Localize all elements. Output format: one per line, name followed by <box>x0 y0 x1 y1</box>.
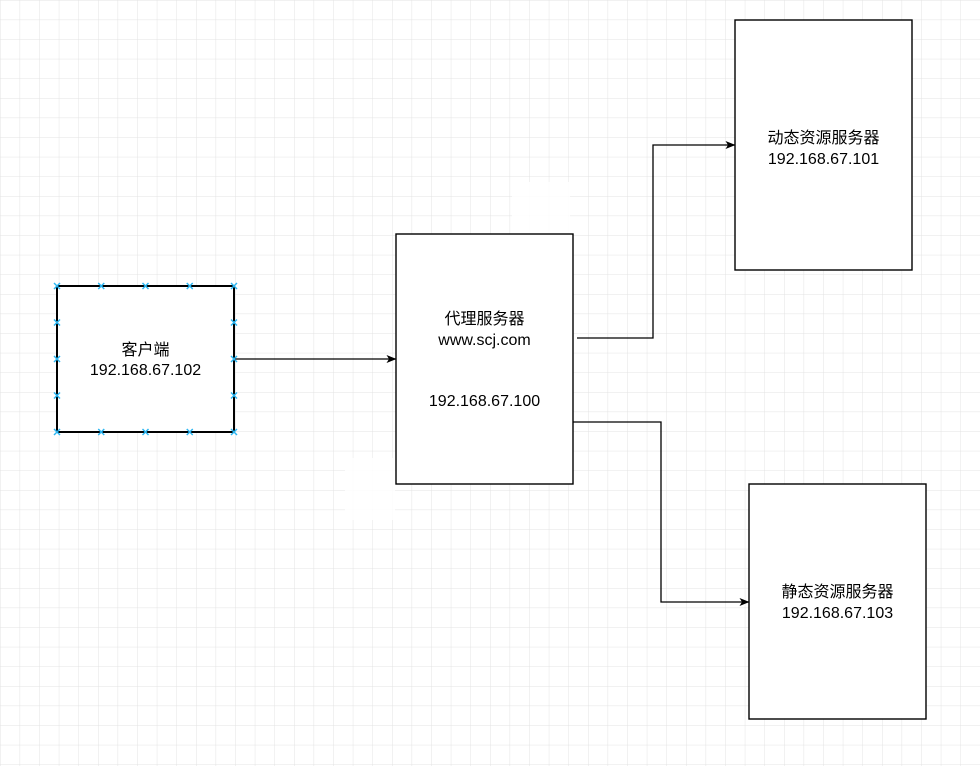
proxy-box[interactable] <box>395 233 574 485</box>
resize-handle[interactable] <box>53 355 61 363</box>
client-box[interactable] <box>56 285 235 433</box>
dynamic-server-box[interactable] <box>734 19 913 271</box>
edge-proxy-to-dynamic[interactable] <box>577 141 736 339</box>
node-static-server[interactable]: 静态资源服务器 192.168.67.103 <box>748 483 927 720</box>
resize-handle[interactable] <box>142 428 149 436</box>
resize-handle[interactable] <box>53 392 61 399</box>
client-ip: 192.168.67.102 <box>90 362 201 379</box>
edge-proxy-to-static[interactable] <box>573 421 750 606</box>
static-server-box[interactable] <box>748 483 927 720</box>
static-server-ip: 192.168.67.103 <box>782 605 893 622</box>
resize-handle[interactable] <box>230 319 238 326</box>
selection-handles <box>53 282 238 436</box>
resize-handle[interactable] <box>97 428 105 436</box>
dynamic-server-ip: 192.168.67.101 <box>768 151 879 168</box>
resize-handle[interactable] <box>230 282 238 290</box>
canvas-patch <box>345 458 395 520</box>
resize-handle[interactable] <box>53 319 61 326</box>
node-client[interactable]: 客户端 192.168.67.102 <box>56 285 235 433</box>
dynamic-server-label: 动态资源服务器 <box>767 129 879 147</box>
resize-handle[interactable] <box>142 282 149 290</box>
static-server-label: 静态资源服务器 <box>781 583 893 601</box>
resize-handle[interactable] <box>230 392 238 399</box>
resize-handle[interactable] <box>230 428 238 436</box>
resize-handle[interactable] <box>230 355 238 363</box>
client-label: 客户端 <box>121 341 169 359</box>
resize-handle[interactable] <box>186 282 194 290</box>
proxy-ip: 192.168.67.100 <box>429 393 540 410</box>
canvas-patch <box>512 182 570 234</box>
proxy-label: 代理服务器 <box>444 310 524 328</box>
node-proxy[interactable]: 代理服务器 www.scj.com 192.168.67.100 <box>395 233 574 485</box>
resize-handle[interactable] <box>53 428 61 436</box>
proxy-domain: www.scj.com <box>437 332 530 349</box>
resize-handle[interactable] <box>186 428 194 436</box>
resize-handle[interactable] <box>97 282 105 290</box>
resize-handle[interactable] <box>53 282 61 290</box>
node-dynamic-server[interactable]: 动态资源服务器 192.168.67.101 <box>734 19 913 271</box>
